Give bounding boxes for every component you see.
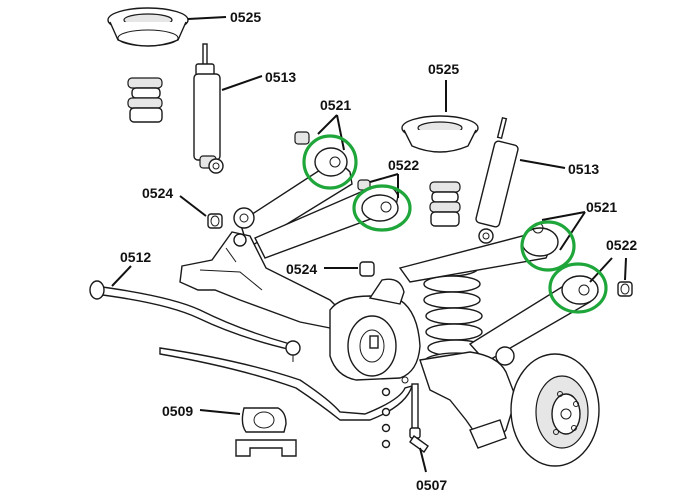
brake-disc [510,353,600,467]
bump-stop-left [127,77,163,123]
shock-absorber-right [475,116,519,244]
label-0525-top: 0525 [230,9,261,25]
bump-stop-middle [429,181,461,227]
label-0522-middle: 0522 [388,157,419,173]
part-labels: 0525 0513 0521 0525 0522 0524 0513 0521 … [120,9,637,493]
shock-absorber-left [193,43,224,174]
leader-lines [111,16,627,473]
upper-control-arm-right [398,222,599,363]
label-0521-top: 0521 [320,97,351,113]
highlight-0521-right [520,220,576,272]
spring-seat-middle [401,115,479,153]
label-0524-left: 0524 [142,185,173,201]
highlight-0522-left [352,184,412,232]
differential-housing [329,278,421,381]
label-0512: 0512 [120,249,151,265]
anti-roll-bar [89,280,301,362]
bushing-0524-middle [359,261,375,277]
drop-link [381,383,429,453]
label-0522-right: 0522 [606,237,637,253]
hub-carrier [419,346,517,449]
label-0525-middle: 0525 [428,61,459,77]
upper-control-arm-left [233,131,399,259]
highlight-0521-left [302,134,358,190]
highlight-circles [302,134,608,314]
label-0513-left: 0513 [265,69,296,85]
highlight-0522-right [548,262,608,314]
bushing-0522-right [617,281,633,297]
label-0509: 0509 [162,403,193,419]
label-0524-middle: 0524 [286,261,317,277]
label-0507: 0507 [416,477,447,493]
bushing-0524-left [207,213,223,229]
label-0521-right: 0521 [586,199,617,215]
spring-seat-top [107,7,189,47]
stabilizer-clamp [235,407,297,457]
label-0513-right: 0513 [568,161,599,177]
